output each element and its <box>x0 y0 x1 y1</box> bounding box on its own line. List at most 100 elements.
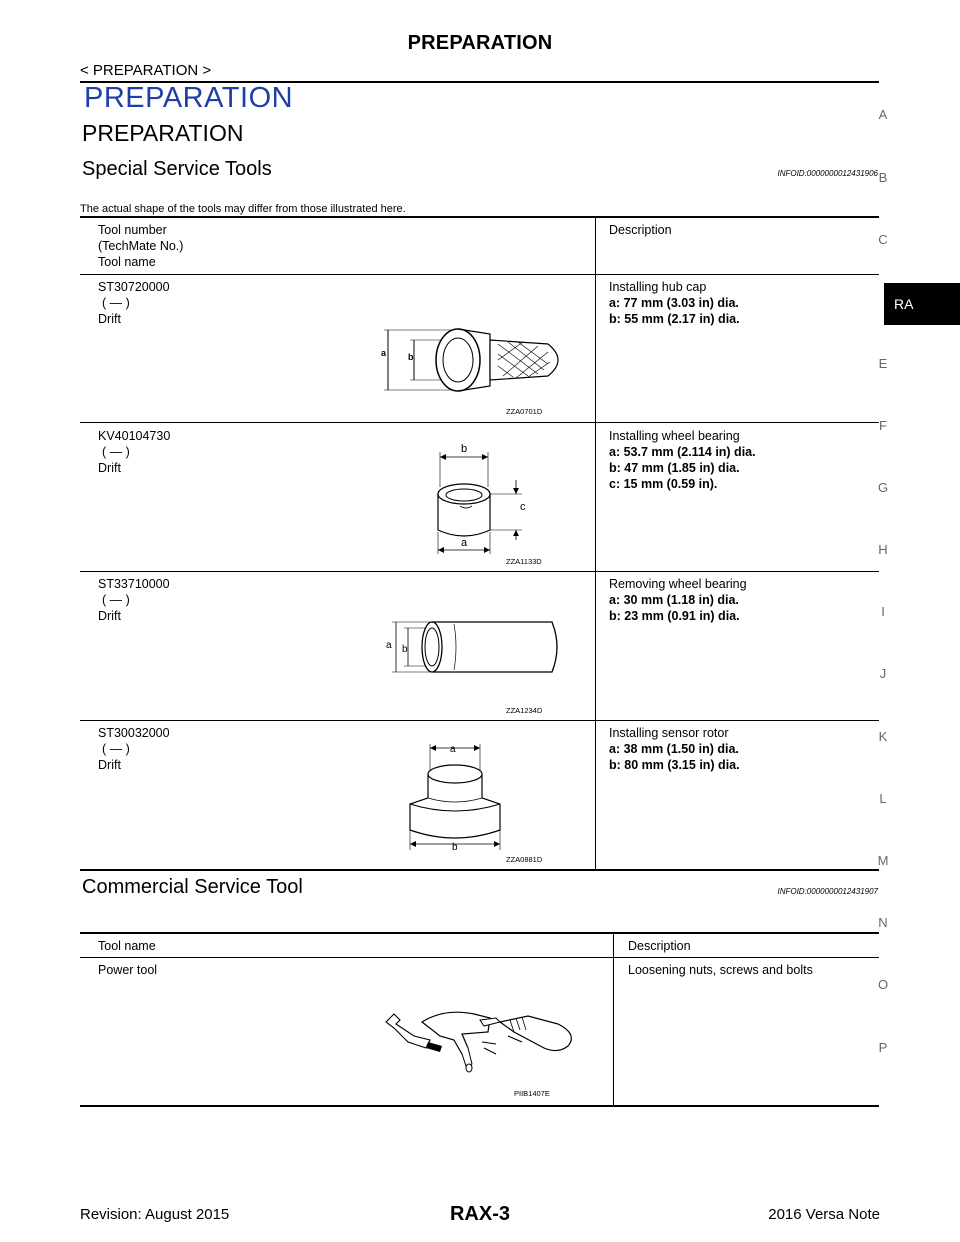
index-tab-a[interactable]: A <box>878 107 888 122</box>
table-header-description: Description <box>609 223 672 237</box>
footer-revision: Revision: August 2015 <box>80 1206 230 1223</box>
index-tab-j[interactable]: J <box>879 666 887 681</box>
index-tab-f[interactable]: F <box>879 418 887 433</box>
dim-label-b: b <box>452 842 458 853</box>
section-title: PREPARATION <box>82 120 244 146</box>
dim-label-c: c <box>520 501 526 513</box>
special-tools-heading: Special Service Tools <box>82 158 272 180</box>
commercial-tools-infoid: INFOID:0000000012431907 <box>777 887 878 896</box>
special-tools-note: The actual shape of the tools may differ… <box>80 203 406 215</box>
breadcrumb: < PREPARATION > <box>80 62 212 79</box>
table-header-tool: Tool name <box>98 939 156 953</box>
spec-line: c: 15 mm (0.59 in). <box>609 477 718 491</box>
techmate-number: ( — ) <box>102 742 130 756</box>
tool-description: Installing wheel bearing a: 53.7 mm (2.1… <box>609 428 756 492</box>
tool-info: ST30720000 ( — ) Drift <box>98 279 170 327</box>
index-tab-g[interactable]: G <box>877 480 889 495</box>
wheel-bearing-drift-illustration: b c a <box>437 443 526 554</box>
tool-name: Power tool <box>98 963 158 977</box>
running-header-title: PREPARATION <box>407 32 553 54</box>
description-text: Installing sensor rotor <box>609 726 729 740</box>
description-text: Installing hub cap <box>609 280 707 294</box>
header-line: Tool name <box>98 255 156 269</box>
tool-number: ST33710000 <box>98 577 170 591</box>
techmate-number: ( — ) <box>102 593 130 607</box>
tool-name: Drift <box>98 461 121 475</box>
dim-label-b: b <box>461 443 467 455</box>
dim-label-a: a <box>386 640 392 651</box>
index-tab-n[interactable]: N <box>878 915 888 930</box>
dim-label-a: a <box>450 744 456 755</box>
page-title: PREPARATION <box>84 82 294 114</box>
tool-number: ST30032000 <box>98 726 170 740</box>
spec-line: b: 55 mm (2.17 in) dia. <box>609 312 740 326</box>
row-divider <box>80 571 879 572</box>
table-top-rule <box>80 932 879 934</box>
tool-number: KV40104730 <box>98 429 171 443</box>
spec-line: b: 23 mm (0.91 in) dia. <box>609 609 740 623</box>
index-tab-m[interactable]: M <box>877 853 889 868</box>
tool-description: Removing wheel bearing a: 30 mm (1.18 in… <box>609 576 747 624</box>
tool-description: Loosening nuts, screws and bolts <box>628 963 813 977</box>
index-tab-l[interactable]: L <box>879 791 887 806</box>
image-code: ZZA0881D <box>506 855 543 864</box>
image-code: ZZA1234D <box>506 706 543 715</box>
spec-line: a: 53.7 mm (2.114 in) dia. <box>609 445 756 459</box>
bearing-removal-drift-illustration: a b <box>386 621 558 673</box>
table-header-description: Description <box>628 939 691 953</box>
dim-label-a: a <box>381 348 387 358</box>
description-text: Removing wheel bearing <box>609 577 747 591</box>
tool-info: ST30032000 ( — ) Drift <box>98 725 170 773</box>
index-tab-o[interactable]: O <box>877 977 889 992</box>
index-tab-k[interactable]: K <box>878 729 888 744</box>
header-rule <box>80 81 879 83</box>
spec-line: a: 77 mm (3.03 in) dia. <box>609 296 739 310</box>
tool-name: Drift <box>98 312 121 326</box>
footer-model: 2016 Versa Note <box>768 1206 880 1223</box>
header-line: (TechMate No.) <box>98 239 184 253</box>
footer-page-number: RAX-3 <box>449 1203 510 1225</box>
tool-description: Installing hub cap a: 77 mm (3.03 in) di… <box>609 279 740 327</box>
spec-line: a: 30 mm (1.18 in) dia. <box>609 593 739 607</box>
tool-name: Drift <box>98 609 121 623</box>
power-tool-illustration <box>385 1011 572 1073</box>
index-tab-c[interactable]: C <box>878 232 888 247</box>
tool-description: Installing sensor rotor a: 38 mm (1.50 i… <box>609 725 740 773</box>
dim-label-b: b <box>402 644 408 655</box>
dim-label-a: a <box>461 537 468 549</box>
table-column-divider <box>595 217 596 871</box>
table-header-rule <box>80 957 879 958</box>
row-divider <box>80 422 879 423</box>
table-bottom-rule <box>80 869 879 871</box>
index-tab-i[interactable]: I <box>881 604 885 619</box>
index-tab-e[interactable]: E <box>878 356 888 371</box>
spec-line: b: 80 mm (3.15 in) dia. <box>609 758 740 772</box>
index-tab-b[interactable]: B <box>878 170 888 185</box>
table-bottom-rule <box>80 1105 879 1107</box>
spec-line: a: 38 mm (1.50 in) dia. <box>609 742 739 756</box>
table-column-divider <box>613 933 614 1106</box>
image-code: ZZA0701D <box>506 407 543 416</box>
description-text: Installing wheel bearing <box>609 429 740 443</box>
index-tab-ra-active[interactable]: RA <box>884 283 960 325</box>
dim-label-b: b <box>408 352 414 362</box>
row-divider <box>80 720 879 721</box>
index-tab-h[interactable]: H <box>878 542 888 557</box>
sensor-rotor-drift-illustration: a b <box>409 744 501 853</box>
techmate-number: ( — ) <box>102 445 130 459</box>
table-header-tool: Tool number (TechMate No.) Tool name <box>98 222 183 270</box>
tool-info: ST33710000 ( — ) Drift <box>98 576 170 624</box>
image-code: PIIB1407E <box>514 1089 550 1098</box>
hub-cap-drift-illustration: a b <box>381 328 559 392</box>
index-tab-p[interactable]: P <box>878 1040 888 1055</box>
techmate-number: ( — ) <box>102 296 130 310</box>
spec-line: b: 47 mm (1.85 in) dia. <box>609 461 740 475</box>
header-line: Tool number <box>98 223 167 237</box>
tool-name: Drift <box>98 758 121 772</box>
commercial-tools-heading: Commercial Service Tool <box>82 876 303 898</box>
table-top-rule <box>80 216 879 218</box>
image-code: ZZA1133D <box>506 557 542 566</box>
table-header-rule <box>80 274 879 275</box>
tool-info: KV40104730 ( — ) Drift <box>98 428 170 476</box>
special-tools-infoid: INFOID:0000000012431906 <box>777 169 878 178</box>
